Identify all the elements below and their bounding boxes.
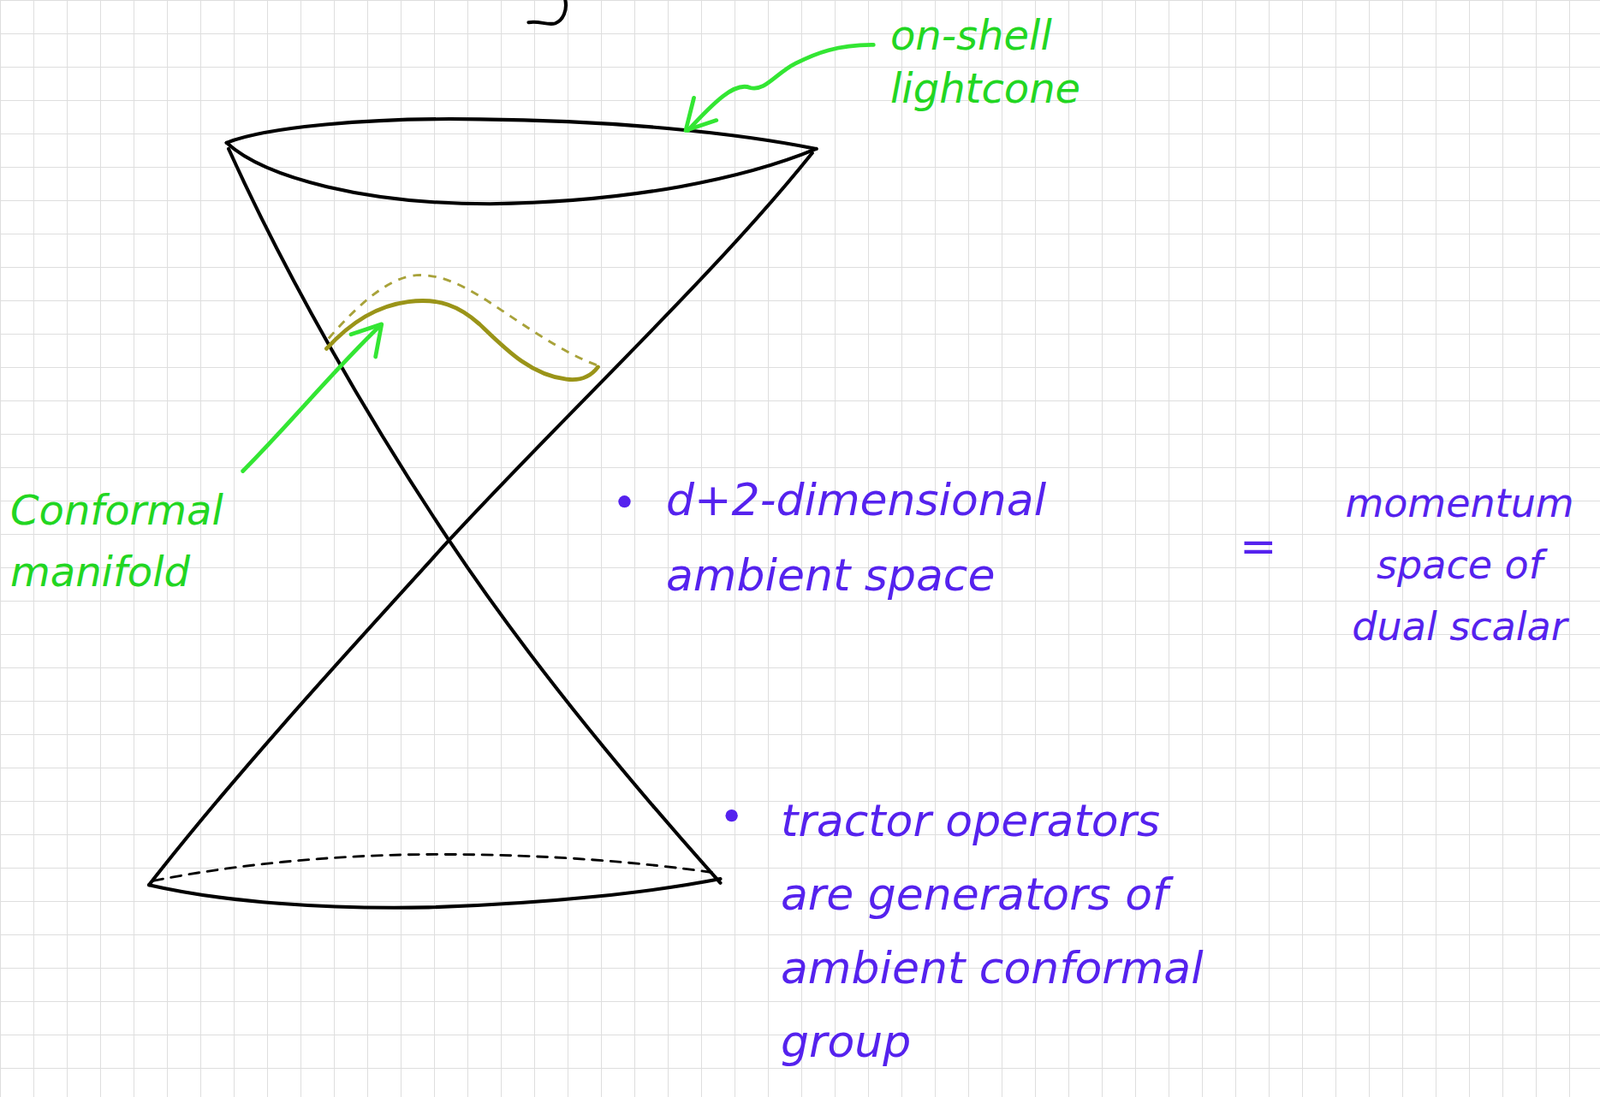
callout-label: on-shell lightcone xyxy=(890,8,1148,115)
bullet-dot xyxy=(725,809,738,822)
leader-arrow xyxy=(243,326,381,471)
arrow-head xyxy=(350,324,382,357)
partial-glyph xyxy=(528,0,566,24)
note-text: d+2-dimensional ambient space xyxy=(666,462,1146,613)
top-rim-front xyxy=(226,142,817,204)
callout-label: Conformal manifold xyxy=(10,479,293,603)
cone-line xyxy=(228,148,721,884)
note-text: momentum space of dual scalar xyxy=(1331,472,1589,658)
bottom-rim-front xyxy=(148,879,721,909)
top-rim-back xyxy=(226,118,817,149)
arrow-head xyxy=(685,97,717,131)
bullet-dot xyxy=(618,495,631,508)
equals-sign: = xyxy=(1239,511,1283,581)
note-text: tractor operators are generators of ambi… xyxy=(780,784,1226,1079)
bottom-rim-back xyxy=(153,854,715,881)
manifold-back xyxy=(328,275,602,368)
leader-arrow xyxy=(687,44,874,131)
